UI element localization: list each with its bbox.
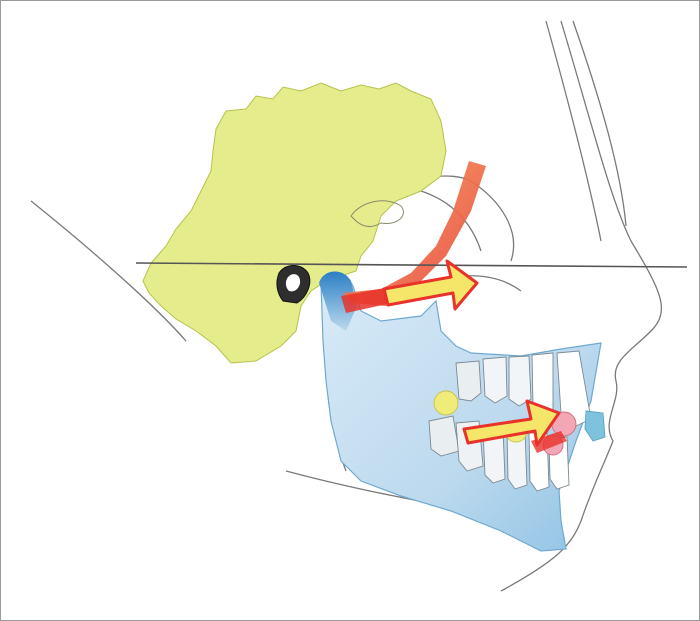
upper-incisor xyxy=(556,350,592,427)
upper-premolar xyxy=(508,355,532,407)
upper-premolar xyxy=(482,356,508,404)
dentition-forward-arrow xyxy=(462,399,561,447)
frankfort-horizontal-line xyxy=(135,262,688,268)
forehead-line xyxy=(545,20,602,242)
condyle xyxy=(319,271,357,331)
ear-canal-marker xyxy=(276,265,311,304)
yellow-dental-marker xyxy=(433,390,459,416)
condyle-forward-arrow xyxy=(382,259,479,311)
nasal-line xyxy=(572,20,627,227)
lower-molar xyxy=(428,415,460,457)
lateral-pterygoid-muscle xyxy=(343,161,486,306)
dental-muscle-band xyxy=(531,431,567,453)
upper-molar xyxy=(455,360,482,402)
blue-incisor-marker xyxy=(584,410,606,442)
neck-line xyxy=(500,20,663,592)
cranial-base xyxy=(142,82,447,364)
sella-outline xyxy=(350,200,404,228)
posterior-skull-line xyxy=(30,200,187,342)
